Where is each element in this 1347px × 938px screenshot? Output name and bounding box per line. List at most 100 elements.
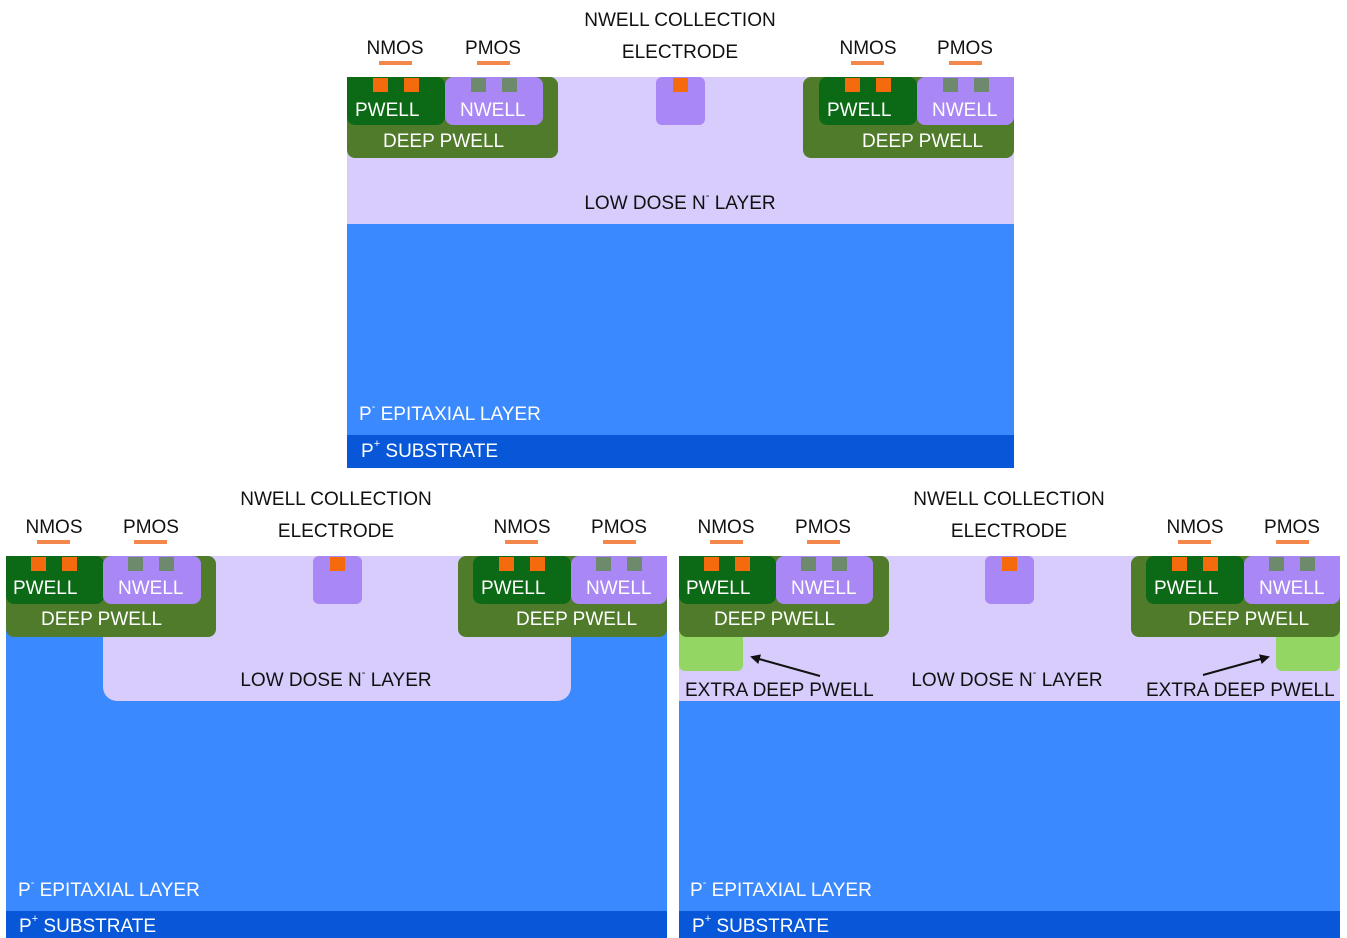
arrow-left	[750, 654, 821, 677]
nwell-right	[917, 77, 1014, 125]
collection-contact	[673, 78, 688, 92]
pwell-label: PWELL	[686, 578, 751, 599]
epitaxial-label: P- EPITAXIAL LAYER	[690, 877, 872, 901]
low-dose-label: LOW DOSE N- LAYER	[240, 667, 432, 691]
pmos-bar-right	[949, 61, 982, 65]
extra-deep-pwell-label-right: EXTRA DEEP PWELL	[1146, 680, 1335, 701]
pwell-right	[819, 77, 917, 125]
pmos-label-left: PMOS	[795, 517, 851, 538]
nmos-contact	[845, 78, 860, 92]
collection-electrode-title-line1: NWELL COLLECTION	[240, 489, 432, 510]
nwell-right	[571, 556, 667, 604]
nmos-label-left: NMOS	[366, 38, 424, 59]
pmos-label-left: PMOS	[465, 38, 521, 59]
epitaxial-layer	[679, 701, 1340, 912]
pmos-bar-left	[134, 540, 167, 544]
nmos-bar-left	[379, 61, 412, 65]
nmos-bar-right	[851, 61, 884, 65]
pmos-contact	[471, 78, 486, 92]
nwell-label: NWELL	[932, 100, 998, 121]
pmos-contact	[974, 78, 989, 92]
pmos-contact	[627, 557, 642, 571]
low-dose-label: LOW DOSE N- LAYER	[584, 190, 776, 214]
pwell-label: PWELL	[1154, 578, 1219, 599]
pmos-contact	[943, 78, 958, 92]
pwell-left	[6, 556, 104, 604]
nwell-label: NWELL	[460, 100, 526, 121]
nwell-right	[1244, 556, 1340, 604]
pwell-label: PWELL	[481, 578, 546, 599]
nwell-left	[776, 556, 873, 604]
pmos-contact	[832, 557, 847, 571]
nmos-bar-right	[505, 540, 538, 544]
pwell-label: PWELL	[355, 100, 420, 121]
nwell-label: NWELL	[118, 578, 184, 599]
collection-electrode-title-line2: ELECTRODE	[621, 42, 739, 63]
epitaxial-label: P- EPITAXIAL LAYER	[359, 401, 541, 425]
deep-pwell-label: DEEP PWELL	[1188, 609, 1310, 630]
nwell-label: NWELL	[1259, 578, 1325, 599]
nmos-contact	[404, 78, 419, 92]
substrate-layer	[679, 911, 1340, 938]
deep-pwell-label: DEEP PWELL	[41, 609, 163, 630]
collection-electrode-title-line1: NWELL COLLECTION	[584, 10, 776, 31]
substrate-label: P+ SUBSTRATE	[19, 913, 157, 937]
collection-electrode-title-line2: ELECTRODE	[950, 521, 1068, 542]
nmos-contact	[530, 557, 545, 571]
nmos-label-right: NMOS	[493, 517, 551, 538]
nmos-contact	[373, 78, 388, 92]
pwell-left	[679, 556, 776, 604]
pmos-label-right: PMOS	[937, 38, 993, 59]
nwell-label: NWELL	[791, 578, 857, 599]
collection-electrode-title-line2: ELECTRODE	[277, 521, 395, 542]
substrate-layer	[347, 435, 1014, 468]
nwell-left	[445, 77, 543, 125]
nmos-label-right: NMOS	[1166, 517, 1224, 538]
nmos-contact	[1203, 557, 1218, 571]
nmos-contact	[735, 557, 750, 571]
substrate-label: P+ SUBSTRATE	[692, 913, 830, 937]
arrow-right	[1202, 654, 1270, 676]
epitaxial-layer	[347, 224, 1014, 436]
deep-pwell-label: DEEP PWELL	[516, 609, 638, 630]
nmos-label-left: NMOS	[25, 517, 83, 538]
pmos-bar-left	[807, 540, 840, 544]
nwell-label: NWELL	[586, 578, 652, 599]
substrate-label: P+ SUBSTRATE	[361, 438, 499, 462]
epitaxial-label: P- EPITAXIAL LAYER	[18, 877, 200, 901]
collection-contact	[330, 557, 345, 571]
pmos-label-right: PMOS	[591, 517, 647, 538]
pmos-contact	[1300, 557, 1315, 571]
pwell-label: PWELL	[13, 578, 78, 599]
pwell-label: PWELL	[827, 100, 892, 121]
pmos-contact	[801, 557, 816, 571]
nmos-bar-right	[1178, 540, 1211, 544]
substrate-layer	[6, 911, 667, 938]
collection-contact	[1002, 557, 1017, 571]
pmos-contact	[1269, 557, 1284, 571]
pmos-bar-right	[603, 540, 636, 544]
nmos-contact	[499, 557, 514, 571]
nmos-bar-left	[710, 540, 743, 544]
pmos-contact	[502, 78, 517, 92]
pmos-bar-left	[477, 61, 510, 65]
pmos-contact	[159, 557, 174, 571]
low-dose-label: LOW DOSE N- LAYER	[911, 667, 1103, 691]
nmos-contact	[1172, 557, 1187, 571]
extra-deep-pwell-label-left: EXTRA DEEP PWELL	[685, 680, 874, 701]
deep-pwell-label: DEEP PWELL	[714, 609, 836, 630]
deep-pwell-label: DEEP PWELL	[383, 131, 505, 152]
nmos-label-left: NMOS	[697, 517, 755, 538]
nmos-label-right: NMOS	[839, 38, 897, 59]
nwell-left	[103, 556, 201, 604]
nmos-contact	[62, 557, 77, 571]
nmos-bar-left	[37, 540, 70, 544]
pmos-contact	[596, 557, 611, 571]
nmos-contact	[704, 557, 719, 571]
pmos-bar-right	[1276, 540, 1309, 544]
pwell-right	[473, 556, 571, 604]
nmos-contact	[876, 78, 891, 92]
pmos-label-right: PMOS	[1264, 517, 1320, 538]
pmos-label-left: PMOS	[123, 517, 179, 538]
